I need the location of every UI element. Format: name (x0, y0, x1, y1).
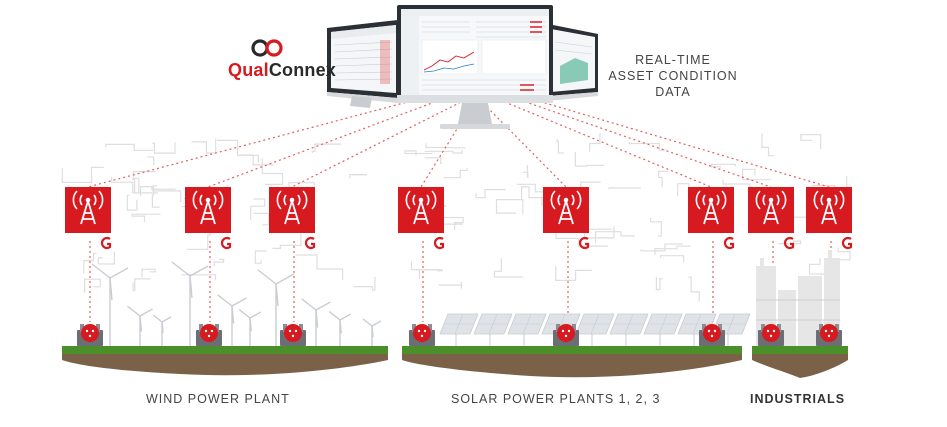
data-link-line (534, 99, 830, 188)
qualconnex-g-icon (433, 236, 445, 250)
data-link-line (519, 99, 772, 188)
radio-tower-icon (748, 187, 794, 233)
qualconnex-logo-mark-icon (251, 39, 283, 57)
wind-turbine (238, 309, 262, 346)
wind-turbine (152, 314, 172, 346)
qualconnex-g-icon (578, 236, 590, 250)
sensor-device-icon (816, 324, 842, 346)
radio-tower-icon (65, 187, 111, 233)
radio-tower-icon (806, 187, 852, 233)
brand-name: QualConnex (228, 60, 336, 81)
dashboard-monitors (327, 5, 598, 129)
radio-tower-icon (543, 187, 589, 233)
qualconnex-logo: QualConnex (228, 38, 348, 90)
solar-panels (439, 313, 751, 346)
radio-tower-icon (185, 187, 231, 233)
sensor-device-icon (758, 324, 784, 346)
solar-panel (609, 313, 649, 346)
wind-ground (62, 352, 388, 376)
sensor-group (77, 324, 842, 346)
left-monitor (327, 20, 398, 108)
wind-turbine (257, 269, 295, 346)
qualconnex-g-icon (220, 236, 232, 250)
wind-turbine (91, 263, 129, 346)
wind-turbine (171, 261, 209, 346)
radio-tower-icon (269, 187, 315, 233)
caption-line-1: REAL-TIME (635, 53, 711, 67)
qualconnex-g-icon (723, 236, 735, 250)
sensor-device-icon (409, 324, 435, 346)
wind-turbine (362, 318, 382, 346)
caption-line-3: DATA (655, 85, 691, 99)
data-link-line (291, 99, 466, 188)
wind-turbine (217, 294, 247, 346)
ground-strips (62, 346, 848, 378)
data-link-line (420, 99, 476, 188)
site-label-industrials: INDUSTRIALS (750, 392, 846, 406)
realtime-caption: REAL-TIME ASSET CONDITION DATA (598, 52, 748, 100)
solar-panel (507, 313, 547, 346)
data-link-line (479, 99, 567, 188)
radio-tower-icon (398, 187, 444, 233)
sensor-device-icon (196, 324, 222, 346)
main-monitor (397, 5, 553, 129)
data-link-line (87, 99, 416, 188)
wind-turbine (328, 311, 352, 346)
sensor-device-icon (553, 324, 579, 346)
brand-name-part2: Connex (268, 60, 337, 80)
solar-panel (643, 313, 683, 346)
wind-turbine (126, 305, 153, 346)
radio-tower-icon (688, 187, 734, 233)
industrial-ground (752, 352, 848, 378)
solar-panel (439, 313, 479, 346)
solar-panel (575, 313, 615, 346)
sensor-device-icon (280, 324, 306, 346)
site-label-wind: WIND POWER PLANT (146, 392, 290, 406)
brand-name-part1: Qual (228, 60, 269, 80)
qualconnex-g-icon (100, 236, 112, 250)
qualconnex-g-icon (304, 236, 316, 250)
site-label-solar: SOLAR POWER PLANTS 1, 2, 3 (451, 392, 661, 406)
caption-line-2: ASSET CONDITION (608, 69, 738, 83)
tower-group (65, 187, 853, 250)
sensor-device-icon (699, 324, 725, 346)
qualconnex-g-icon (783, 236, 795, 250)
data-link-line (499, 99, 712, 188)
wind-turbines (91, 261, 382, 346)
solar-panel (473, 313, 513, 346)
data-link-line (207, 99, 441, 188)
wind-turbine (301, 298, 331, 346)
sensor-device-icon (77, 324, 103, 346)
solar-ground (402, 352, 742, 378)
right-monitor (548, 24, 598, 101)
qualconnex-g-icon (841, 236, 853, 250)
